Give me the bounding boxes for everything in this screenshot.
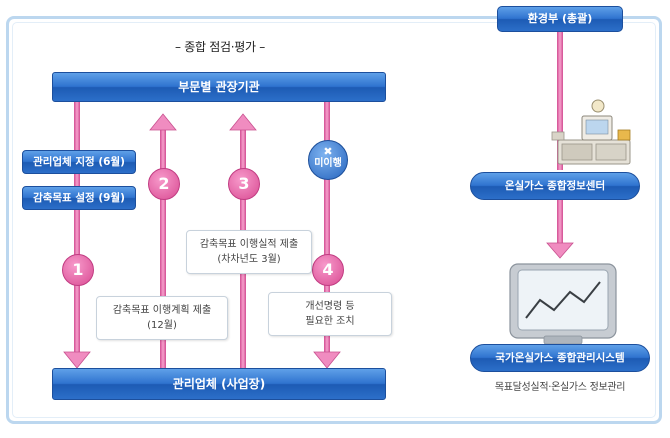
corrective-action-box: 개선명령 등 필요한 조치 [268,292,392,336]
step-1-badge: 1 [62,254,94,286]
result-submission-line2: (차차년도 3월) [217,254,281,265]
target-setting-bar: 감축목표 설정 (9월) [22,186,136,210]
corrective-action-line2: 필요한 조치 [305,316,355,327]
step-2-badge: 2 [148,168,180,200]
result-submission-box: 감축목표 이행실적 제출 (차차년도 3월) [186,230,312,274]
sector-agency-bar: 부문별 관장기관 [52,72,386,102]
ghg-center-bar: 온실가스 종합정보센터 [470,172,640,200]
diagram-heading: – 종합 점검·평가 – [175,40,265,54]
x-mark-icon: ✖ [323,145,333,158]
national-ghg-system-bar: 국가온실가스 종합관리시스템 [470,344,650,372]
system-description: 목표달성실적·온실가스 정보관리 [494,382,626,393]
company-bar: 관리업체 (사업장) [52,368,386,400]
step-3-badge: 3 [228,168,260,200]
plan-submission-line2: (12월) [147,320,177,331]
arrow-4-down [313,102,341,369]
arrow-1-down [63,102,91,369]
corrective-action-line1: 개선명령 등 [305,301,355,312]
not-fulfilled-badge: ✖ 미이행 [308,140,348,180]
designation-bar: 관리업체 지정 (6월) [22,150,136,174]
result-submission-line1: 감축목표 이행실적 제출 [199,239,299,250]
connector-top-to-center [557,30,563,170]
plan-submission-box: 감축목표 이행계획 제출 (12월) [96,296,228,340]
ministry-label: 환경부 (총괄) [497,6,623,32]
plan-submission-line1: 감축목표 이행계획 제출 [112,305,212,316]
not-fulfilled-label: 미이행 [314,158,342,169]
monitor-chart-icon [509,263,617,345]
computer-desk-icon [551,99,631,165]
arrow-2-up [149,113,177,370]
arrow-center-to-system [546,200,574,259]
frame-inner-border [12,22,656,418]
step-4-badge: 4 [312,254,344,286]
